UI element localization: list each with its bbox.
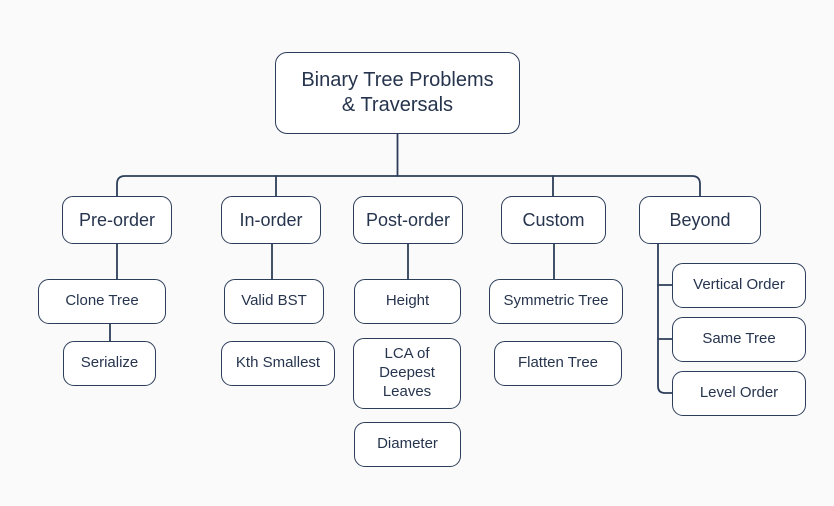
node-lca-of-deepest-leaves[interactable]: LCA of Deepest Leaves <box>353 338 461 409</box>
node-vertical-order[interactable]: Vertical Order <box>672 263 806 308</box>
node-clone-tree[interactable]: Clone Tree <box>38 279 166 324</box>
node-valid-bst[interactable]: Valid BST <box>224 279 324 324</box>
connector-beyond-to-level-order <box>657 338 673 394</box>
node-kth-smallest[interactable]: Kth Smallest <box>221 341 335 386</box>
node-level-order[interactable]: Level Order <box>672 371 806 416</box>
node-symmetric-tree[interactable]: Symmetric Tree <box>489 279 623 324</box>
node-in-order[interactable]: In-order <box>221 196 321 244</box>
connector-beyond-to-same-tree <box>657 284 673 340</box>
node-same-tree[interactable]: Same Tree <box>672 317 806 362</box>
node-post-order[interactable]: Post-order <box>353 196 463 244</box>
node-height[interactable]: Height <box>354 279 461 324</box>
connector-beyond-to-vertical-order <box>657 243 673 286</box>
node-beyond[interactable]: Beyond <box>639 196 761 244</box>
node-flatten-tree[interactable]: Flatten Tree <box>494 341 622 386</box>
connector-bus <box>116 175 701 197</box>
node-serialize[interactable]: Serialize <box>63 341 156 386</box>
node-root[interactable]: Binary Tree Problems & Traversals <box>275 52 520 134</box>
node-diameter[interactable]: Diameter <box>354 422 461 467</box>
node-pre-order[interactable]: Pre-order <box>62 196 172 244</box>
node-custom[interactable]: Custom <box>501 196 606 244</box>
